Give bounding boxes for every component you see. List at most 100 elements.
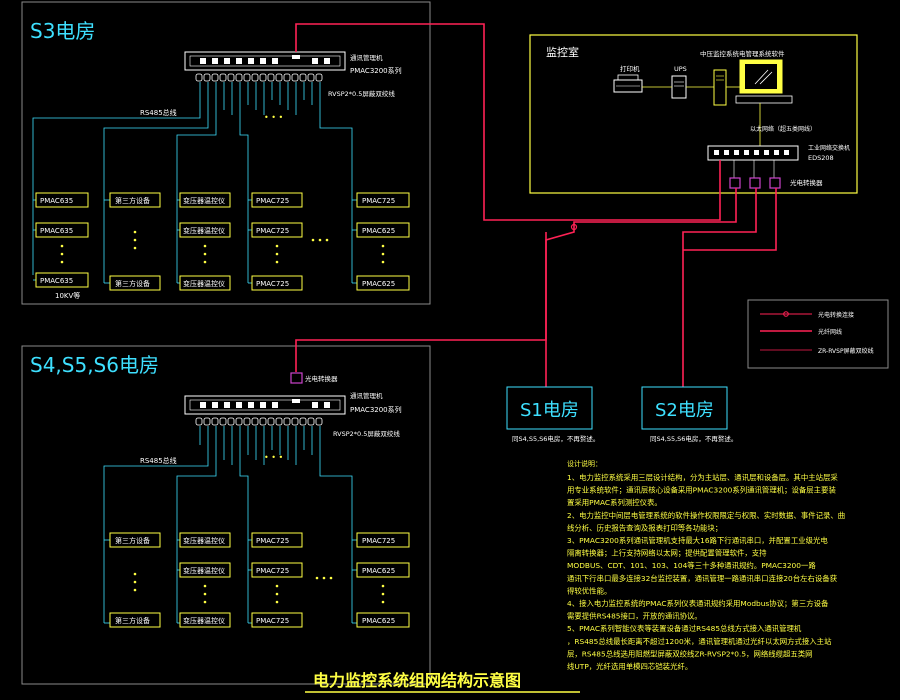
s456-converter-icon xyxy=(290,372,303,384)
s3-room-border xyxy=(21,1,431,305)
s3-dots-top: • • • xyxy=(264,113,283,122)
s1-room: S1电房 同S4,S5,S6电房，不再赘述。 xyxy=(506,386,599,443)
s456-room-title: S4,S5,S6电房 xyxy=(30,353,159,377)
s1-room-title: S1电房 xyxy=(520,400,579,421)
notes-line: 需要提供RS485接口，开放的通讯协议。 xyxy=(567,612,702,621)
s456-rs485-label: RS485总线 xyxy=(140,456,177,465)
s3-col4-item: PMAC725 xyxy=(256,280,289,288)
terminal-port-icon xyxy=(227,73,235,82)
s456-device-box xyxy=(356,562,410,578)
notes-title: 设计说明： xyxy=(567,459,602,468)
s3-bus-lines xyxy=(32,82,357,284)
terminal-port-icon xyxy=(195,73,203,82)
terminal-port-icon xyxy=(259,417,267,426)
s456-cable-label: RVSP2*0.5屏蔽双绞线 xyxy=(333,429,400,438)
s456-device-box xyxy=(251,612,303,628)
s3-room: S3电房 通讯管理机 PMAC3200系列 RVSP2*0.5屏蔽双绞线 xyxy=(21,1,431,305)
s3-col2-item: 第三方设备 xyxy=(115,196,150,205)
s3-col1-item: PMAC635 xyxy=(40,197,73,205)
notes-line: ，RS485总线最长距离不超过1200米，通讯管理机通过光纤以太网方式接入主站 xyxy=(567,637,832,646)
s456-col2-item: 第三方设备 xyxy=(115,536,150,545)
terminal-port-icon xyxy=(267,417,275,426)
s3-device-box xyxy=(35,272,89,288)
s3-device-box xyxy=(356,275,410,291)
s456-device-box xyxy=(251,532,303,548)
ctrl-converter-label: 光电转换器 xyxy=(790,178,823,187)
terminal-port-icon xyxy=(283,417,291,426)
s3-col2-item: 第三方设备 xyxy=(115,279,150,288)
fiber-junction-icon xyxy=(570,223,578,231)
s456-col2-item: 第三方设备 xyxy=(115,616,150,625)
terminal-port-icon xyxy=(219,417,227,426)
terminal-port-icon xyxy=(283,73,291,82)
terminal-port-icon xyxy=(211,417,219,426)
s456-converter-label: 光电转换器 xyxy=(305,374,338,383)
notes-line: 5、PMAC系列智能仪表等装置设备通过RS485总线方式接入通讯管理机 xyxy=(567,624,802,633)
s456-device-box xyxy=(179,562,231,578)
ethernet-label: 以太网络（超五类网线） xyxy=(750,125,816,133)
s1-note: 同S4,S5,S6电房，不再赘述。 xyxy=(512,434,599,443)
s3-col3-item: 变压器温控仪 xyxy=(183,279,225,288)
terminal-port-icon xyxy=(227,417,235,426)
s3-col1-item: PMAC635 xyxy=(40,227,73,235)
s3-device-box xyxy=(179,192,231,208)
terminal-port-icon xyxy=(315,417,323,426)
s456-device-box xyxy=(109,532,161,548)
s456-device-box xyxy=(179,612,231,628)
s3-device-box xyxy=(109,192,161,208)
s3-col1-note: 10KV等 xyxy=(55,291,80,300)
notes-line: 线分析、历史报告查询及报表打印等各功能块； xyxy=(567,523,722,532)
s456-device-box xyxy=(251,562,303,578)
control-room: 监控室 打印机 UPS 中压监控系统电管理系统软件 xyxy=(529,34,858,194)
s456-comm-manager: 通讯管理机 PMAC3200系列 RVSP2*0.5屏蔽双绞线 xyxy=(184,391,402,438)
s456-room: S4,S5,S6电房 光电转换器 通讯管理机 PMAC3200系列 RVSP2*… xyxy=(21,345,431,685)
s456-col3-item: 变压器温控仪 xyxy=(183,566,225,575)
terminal-port-icon xyxy=(299,73,307,82)
terminal-port-icon xyxy=(251,417,259,426)
s3-device-box xyxy=(251,275,303,291)
s456-room-border xyxy=(21,345,431,685)
s3-col4-item: PMAC725 xyxy=(256,197,289,205)
notes-line: 3、PMAC3200系列通讯管理机支持最大16路下行通讯串口，并配置工业级光电 xyxy=(567,536,828,545)
s456-ellipsis-dots xyxy=(133,572,385,604)
terminal-port-icon xyxy=(203,73,211,82)
control-room-border xyxy=(529,34,858,194)
terminal-port-icon xyxy=(243,417,251,426)
printer-icon xyxy=(613,74,643,93)
s3-device-box xyxy=(251,192,303,208)
s3-cable-label: RVSP2*0.5屏蔽双绞线 xyxy=(328,89,395,98)
switch-to-converter-links xyxy=(733,160,775,178)
s3-device-box xyxy=(356,222,410,238)
legend-junction-icon xyxy=(783,311,789,317)
s456-comm-model: PMAC3200系列 xyxy=(350,405,402,414)
control-room-links xyxy=(642,86,761,146)
software-label: 中压监控系统电管理系统软件 xyxy=(700,49,785,58)
terminal-port-icon xyxy=(275,73,283,82)
s3-comm-manager: 通讯管理机 PMAC3200系列 RVSP2*0.5屏蔽双绞线 xyxy=(184,51,402,98)
printer-label: 打印机 xyxy=(620,64,640,73)
s3-device-box xyxy=(109,275,161,291)
notes-line: MODBUS、CDT、101、103、104等三十多种通讯规约。PMAC3200… xyxy=(567,561,816,570)
legend-label: 光纤网线 xyxy=(818,328,842,336)
s456-col5-item: PMAC625 xyxy=(362,567,395,575)
terminal-port-icon xyxy=(251,73,259,82)
main-title: 电力监控系统组网结构示意图 xyxy=(313,671,521,690)
terminal-port-icon xyxy=(315,73,323,82)
s3-device-box xyxy=(251,222,303,238)
terminal-port-icon xyxy=(235,417,243,426)
notes-line: 层，RS485总线选用阻燃型屏蔽双绞线ZR-RVSP2*0.5，网络线缆超五类网 xyxy=(567,649,813,658)
s456-col3-item: 变压器温控仪 xyxy=(183,616,225,625)
notes-line: 4、接入电力监控系统的PMAC系列仪表通讯规约采用Modbus协议；第三方设备 xyxy=(567,599,829,608)
legend-label: ZR-RVSP屏蔽双绞线 xyxy=(818,347,874,355)
s2-room-title: S2电房 xyxy=(655,400,714,421)
switch-name: 工业网络交换机 xyxy=(808,144,850,152)
s456-col4-item: PMAC725 xyxy=(256,617,289,625)
terminal-port-icon xyxy=(299,417,307,426)
s456-col5-item: PMAC725 xyxy=(362,537,395,545)
terminal-port-icon xyxy=(307,417,315,426)
terminal-port-icon xyxy=(291,417,299,426)
terminal-port-icon xyxy=(275,417,283,426)
notes-line: 置采用PMAC系列测控仪表。 xyxy=(567,498,662,507)
